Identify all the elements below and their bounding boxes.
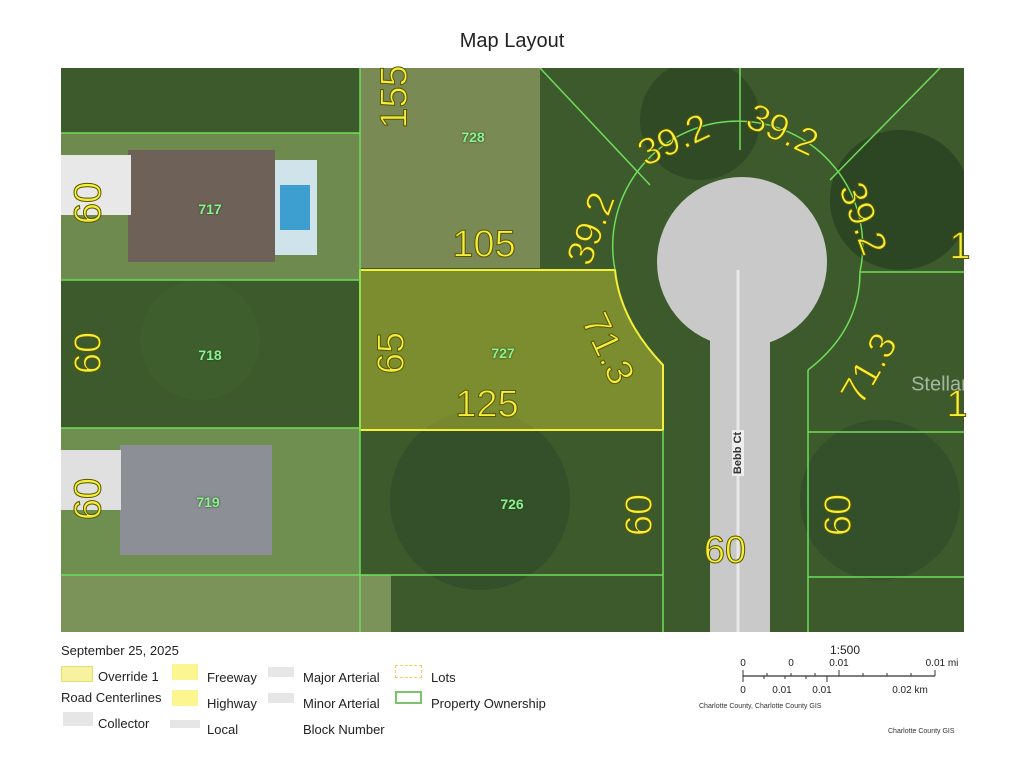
legend-override: Override 1	[98, 669, 159, 684]
legend-freeway: Freeway	[207, 670, 257, 685]
parcel-727-highlight	[359, 269, 664, 431]
scale-km-3: 0.02 km	[892, 685, 928, 696]
dim-60-719: 60	[67, 477, 110, 521]
lot-number-717: 717	[198, 201, 222, 217]
collector-swatch	[63, 712, 93, 726]
dim-65: 65	[370, 331, 413, 375]
dim-1-b: 1	[946, 383, 968, 426]
local-swatch	[170, 720, 200, 728]
legend-lots: Lots	[431, 670, 456, 685]
dim-60-right: 60	[817, 493, 860, 537]
scale-ratio: 1:500	[830, 643, 861, 657]
legend-minor-arterial: Minor Arterial	[303, 696, 380, 711]
highway-swatch	[172, 690, 198, 706]
cul-de-sac	[657, 177, 827, 347]
map-canvas[interactable]: 155 60 105 39.2 39.2 39.2 39.2 1 60 65 7…	[61, 65, 1009, 632]
dim-60-road: 60	[703, 529, 747, 572]
dim-60-717: 60	[67, 181, 110, 225]
freeway-swatch	[172, 664, 198, 680]
dim-60-726: 60	[618, 493, 661, 537]
scale-mi-3: 0.01 mi	[925, 658, 959, 669]
legend-property-ownership: Property Ownership	[431, 696, 546, 711]
dim-1-a: 1	[949, 225, 971, 268]
minor-arterial-swatch	[268, 693, 294, 703]
override-swatch	[61, 666, 93, 682]
lot-number-718: 718	[198, 347, 222, 363]
scale-mi-0: 0	[740, 658, 746, 669]
dim-155: 155	[373, 65, 416, 129]
house-roof-719	[120, 445, 272, 555]
property-ownership-swatch	[395, 691, 422, 704]
legend-road-centerlines: Road Centerlines	[61, 690, 162, 705]
legend-highway: Highway	[207, 696, 257, 711]
watermark: StellarMLS	[911, 373, 1009, 396]
dim-125: 125	[455, 383, 519, 426]
property-lines	[61, 68, 964, 632]
road-label: Bebb Ct	[732, 429, 744, 477]
map-title: Map Layout	[459, 30, 565, 52]
house-roof-717	[128, 150, 275, 262]
scale-km-0: 0	[740, 685, 746, 696]
legend-date: September 25, 2025	[61, 643, 179, 658]
credit-attribution: Charlotte County, Charlotte County GIS	[699, 703, 822, 710]
lot-number-726: 726	[500, 496, 524, 512]
credit-gis: Charlotte County GIS	[888, 728, 955, 735]
dim-105: 105	[452, 223, 516, 266]
aerial-imagery	[61, 68, 964, 632]
major-arterial-swatch	[268, 667, 294, 677]
scale-mi-2: 0.01	[829, 658, 849, 669]
lots-swatch	[395, 665, 422, 678]
lot-number-728: 728	[461, 129, 485, 145]
lot-number-727: 727	[491, 345, 515, 361]
lot-number-719: 719	[196, 494, 220, 510]
scale-km-2: 0.01	[812, 685, 832, 696]
scale-km-1: 0.01	[772, 685, 792, 696]
dim-60-718: 60	[67, 331, 110, 375]
scale-bar	[742, 670, 936, 682]
legend-local: Local	[207, 722, 239, 737]
legend-collector: Collector	[98, 716, 150, 731]
scale-mi-1: 0	[788, 658, 794, 669]
legend-block-number: Block Number	[303, 722, 385, 737]
legend-major-arterial: Major Arterial	[303, 670, 380, 685]
